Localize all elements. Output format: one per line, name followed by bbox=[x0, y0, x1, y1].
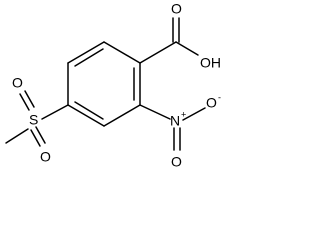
nitro-nitrogen-label: N bbox=[170, 113, 180, 129]
ring-bond-c6-c1 bbox=[103, 41, 141, 64]
carboxyl-bond-ring-carbon bbox=[139, 41, 177, 64]
sulfonyl-bottom-double-bond-b bbox=[35, 126, 46, 144]
sulfonyl-top-double-bond-b bbox=[24, 90, 35, 108]
nitro-double-oxygen-label: O bbox=[171, 154, 182, 170]
sulfonyl-bottom-double-bond-a bbox=[30, 129, 41, 147]
nitro-nitrogen-charge-label: + bbox=[181, 109, 186, 119]
structure-canvas: O OH N + O - O S O O bbox=[5, 0, 221, 170]
ring-inner-bond-c3-c4 bbox=[74, 101, 104, 120]
ring-bond-c2-c3 bbox=[103, 104, 141, 127]
sulfonyl-bond-sulfur-methyl bbox=[5, 128, 29, 144]
sulfonyl-top-oxygen-label: O bbox=[12, 75, 23, 91]
carboxyl-oxygen-label: O bbox=[171, 1, 182, 17]
sulfonyl-top-double-bond-a bbox=[19, 93, 30, 111]
nitro-single-oxygen-charge-label: - bbox=[218, 92, 221, 102]
sulfonyl-bond-ring-sulfur bbox=[41, 104, 69, 120]
nitro-single-bond-oxygen bbox=[182, 107, 206, 121]
carboxyl-hydroxyl-label: OH bbox=[200, 55, 221, 71]
ring-inner-bond-c5-c6 bbox=[74, 48, 104, 67]
sulfonyl-sulfur-label: S bbox=[29, 112, 38, 128]
ring-bond-c3-c4 bbox=[67, 104, 105, 127]
nitro-single-oxygen-label: O bbox=[206, 95, 217, 111]
carboxyl-hydroxyl-bond bbox=[175, 41, 199, 56]
ring-bond-c5-c6 bbox=[67, 41, 105, 64]
nitro-bond-ring-nitrogen bbox=[139, 104, 171, 120]
molecule-diagram: O OH N + O - O S O O bbox=[5, 1, 221, 170]
sulfonyl-bottom-oxygen-label: O bbox=[40, 149, 51, 165]
